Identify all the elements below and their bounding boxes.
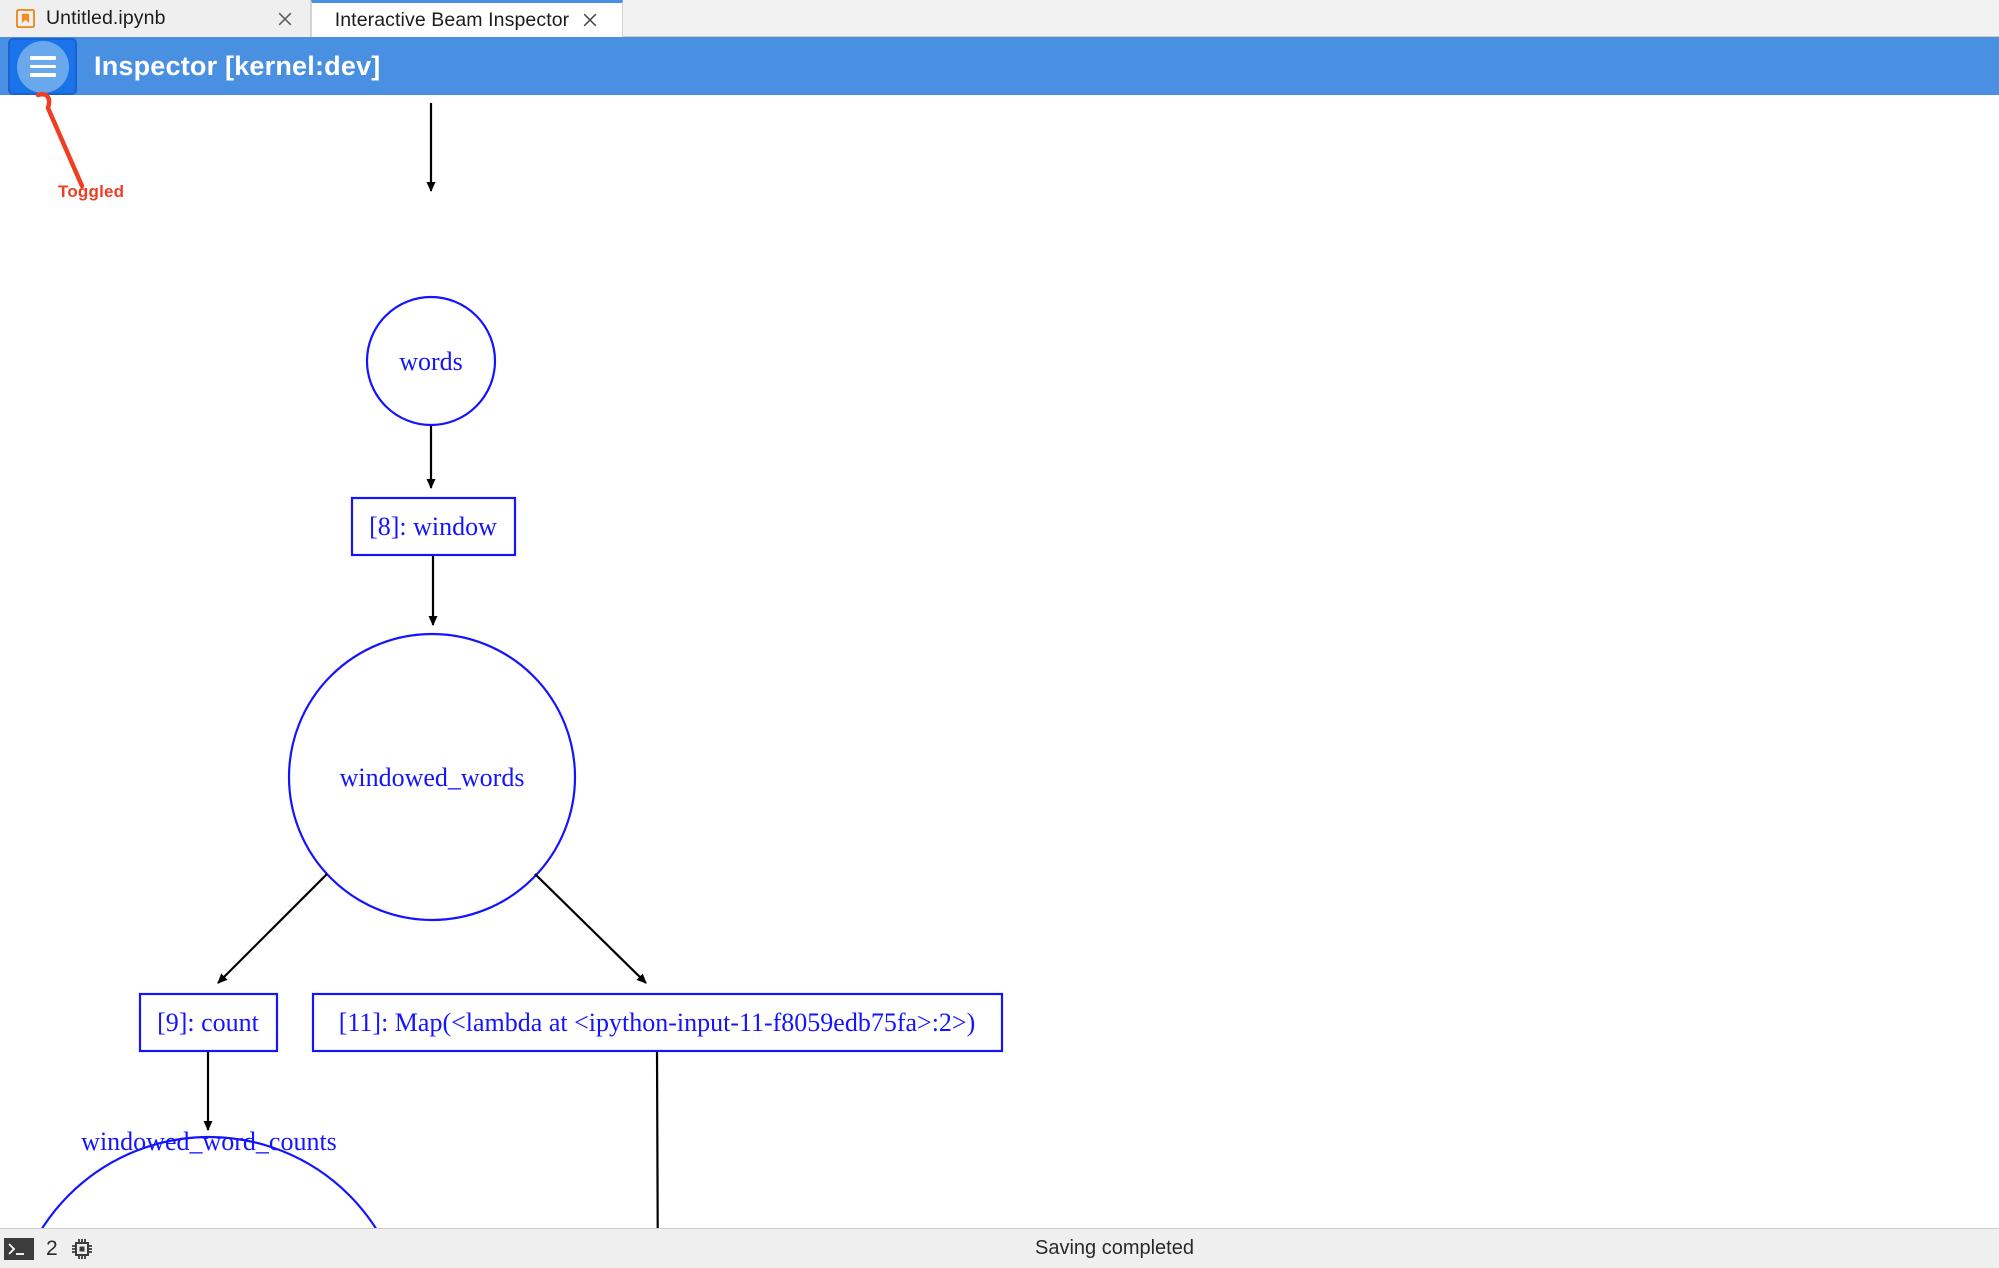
close-glyph [583,13,597,27]
graph-node-words[interactable]: words [365,295,497,427]
tab-label: Interactive Beam Inspector [334,8,570,31]
edge-windowed-words-to-count [217,873,328,984]
tab-label: Untitled.ipynb [46,7,166,29]
status-bar-left-group: 2 [0,1237,94,1261]
beam-pipeline-graph-canvas[interactable]: words [8]: window windowed_words [0,95,1999,1263]
tab-interactive-beam-inspector[interactable]: Interactive Beam Inspector [311,0,623,37]
graph-node-label: [9]: count [157,1008,260,1037]
memory-chip-icon[interactable] [70,1237,94,1261]
hamburger-menu-button[interactable] [8,38,77,95]
tab-untitled-ipynb[interactable]: Untitled.ipynb [0,0,311,37]
graph-node-windowed-words[interactable]: windowed_words [287,632,577,922]
kernel-count: 2 [46,1236,58,1260]
graph-node-label: windowed_word_counts [81,1127,337,1156]
close-icon[interactable] [579,9,601,31]
terminal-glyph [4,1237,34,1260]
hamburger-menu-icon [16,40,69,93]
toggled-annotation-label: Toggled [58,182,125,201]
status-message: Saving completed [1035,1237,1194,1259]
graph-node-label: [8]: window [369,512,497,541]
graph-node-map-lambda[interactable]: [11]: Map(<lambda at <ipython-input-11-f… [311,992,1004,1053]
pipeline-graph-svg: words [8]: window windowed_words [23,103,1004,1263]
edge-windowed-words-to-map [534,873,647,984]
inspector-header-bar [0,37,1999,95]
tab-bar: Untitled.ipynb Interactive Beam Inspecto… [0,0,1999,37]
graph-node-label: [11]: Map(<lambda at <ipython-input-11-f… [339,1008,976,1037]
graph-node-count[interactable]: [9]: count [138,992,279,1053]
graph-node-label: words [399,347,463,376]
menu-line-1 [29,56,56,60]
chip-glyph [71,1238,92,1259]
page-title: Inspector [kernel:dev] [94,51,381,81]
close-glyph [278,12,292,25]
terminal-icon[interactable] [4,1237,34,1260]
graph-node-label: windowed_words [340,763,525,792]
notebook-icon [16,9,35,28]
close-icon[interactable] [274,8,296,30]
status-bar: 2 Saving completed [0,1228,1999,1268]
menu-line-2 [29,64,56,69]
menu-line-3 [29,73,56,77]
graph-node-window[interactable]: [8]: window [350,496,517,557]
